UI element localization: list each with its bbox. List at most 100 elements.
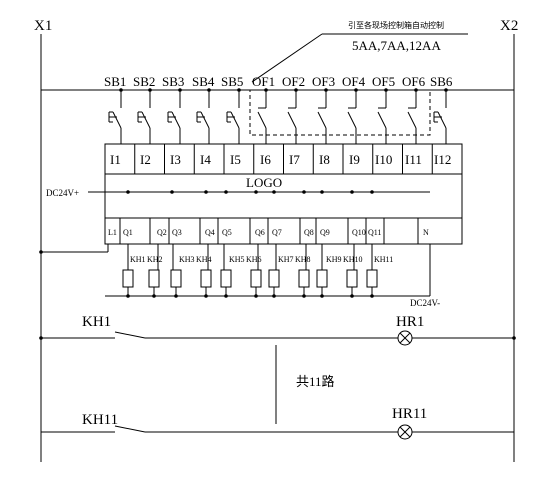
output-label-l1: L1 <box>108 228 117 237</box>
output-label-q3: Q3 <box>172 228 182 237</box>
switch-symbol-11 <box>407 88 420 145</box>
supply-pos-label: DC24V+ <box>46 188 79 198</box>
output-label-n: N <box>423 228 429 237</box>
relay-coil-2 <box>148 244 160 298</box>
switch-symbols <box>108 88 450 145</box>
relay-label-kh11: KH11 <box>374 255 393 264</box>
switch-labels: SB1 SB2 SB3 SB4 SB5 OF1 OF2 OF3 OF4 OF5 … <box>104 74 453 89</box>
output-label-q5: Q5 <box>222 228 232 237</box>
middle-note: 共11路 <box>296 374 335 389</box>
input-label-i11: I11 <box>405 152 422 167</box>
switch-label-of6: OF6 <box>402 74 426 89</box>
input-label-i8: I8 <box>319 152 330 167</box>
relay-label-kh8: KH8 <box>295 255 311 264</box>
relay-coil-10 <box>346 244 358 298</box>
output-label-q11: Q11 <box>368 228 381 237</box>
output-label-q8: Q8 <box>304 228 314 237</box>
junction-dot <box>224 190 228 194</box>
relay-label-kh10: KH10 <box>343 255 363 264</box>
relay-coil-7 <box>268 244 280 298</box>
junction-dot <box>350 190 354 194</box>
bus-x1-label: X1 <box>34 18 52 34</box>
supply-neg-label: DC24V- <box>410 298 440 308</box>
input-label-i2: I2 <box>140 152 151 167</box>
switch-symbol-5 <box>226 88 241 145</box>
relay-label-kh1: KH1 <box>130 255 146 264</box>
junction-dot <box>170 190 174 194</box>
switch-symbol-7 <box>287 88 300 145</box>
switch-symbol-8 <box>317 88 330 145</box>
input-label-i10: I10 <box>375 152 392 167</box>
circuit1-lamp-icon <box>397 330 413 346</box>
switch-symbol-12 <box>433 88 450 145</box>
relay-coil-11 <box>366 244 378 298</box>
junction-dot <box>204 190 208 194</box>
switch-label-sb1: SB1 <box>104 74 126 89</box>
relay-label-kh5: KH5 <box>229 255 245 264</box>
relay-coil-3 <box>170 244 182 298</box>
relay-labels: KH1 KH2 KH3 KH4 KH5 KH6 KH7 KH8 KH9 KH10… <box>130 255 393 264</box>
output-label-q6: Q6 <box>255 228 265 237</box>
relay-coil-1 <box>122 244 134 298</box>
circuit11-lamp-icon <box>397 424 413 440</box>
switch-label-sb3: SB3 <box>162 74 184 89</box>
switch-label-of2: OF2 <box>282 74 305 89</box>
relay-label-kh9: KH9 <box>326 255 342 264</box>
circuit1-contact <box>114 331 146 339</box>
output-label-q7: Q7 <box>272 228 282 237</box>
relay-label-kh7: KH7 <box>278 255 294 264</box>
switch-symbol-3 <box>167 88 182 144</box>
relay-label-kh6: KH6 <box>246 255 262 264</box>
input-label-i7: I7 <box>289 152 300 167</box>
switch-symbol-9 <box>347 88 360 145</box>
switch-symbol-10 <box>377 88 390 145</box>
circuit11-contact-label: KH11 <box>82 412 118 428</box>
plc-title: LOGO <box>246 175 282 190</box>
junction-dot <box>126 190 130 194</box>
switch-label-of4: OF4 <box>342 74 366 89</box>
switch-symbol-4 <box>196 88 211 145</box>
plc-body <box>104 173 463 219</box>
junction-dot <box>370 190 374 194</box>
relay-label-kh3: KH3 <box>179 255 195 264</box>
plc-output-cells <box>104 144 433 244</box>
relay-coil-5 <box>220 244 232 298</box>
circuit11-contact <box>114 425 146 433</box>
junction-dot <box>254 190 258 194</box>
input-label-i3: I3 <box>170 152 181 167</box>
input-label-i1: I1 <box>110 152 121 167</box>
relay-label-kh2: KH2 <box>147 255 163 264</box>
switch-label-sb5: SB5 <box>221 74 243 89</box>
input-label-i5: I5 <box>230 152 241 167</box>
circuit11-lamp-label: HR11 <box>392 406 427 422</box>
switch-label-of1: OF1 <box>252 74 275 89</box>
junction-dot <box>320 190 324 194</box>
relay-label-kh4: KH4 <box>196 255 212 264</box>
switch-symbol-2 <box>137 88 152 144</box>
switch-symbol-6 <box>257 88 270 145</box>
relay-coil-6 <box>250 244 262 298</box>
input-label-i4: I4 <box>200 152 211 167</box>
of-group-box <box>249 89 431 136</box>
junction-dot <box>302 190 306 194</box>
switch-label-of5: OF5 <box>372 74 395 89</box>
relay-coils <box>39 190 516 340</box>
note-leader <box>251 33 323 83</box>
switch-label-sb2: SB2 <box>133 74 155 89</box>
switch-label-sb4: SB4 <box>192 74 215 89</box>
input-label-i12: I12 <box>434 152 451 167</box>
junction-dot <box>272 190 276 194</box>
relay-coil-4 <box>200 244 212 298</box>
relay-coil-9 <box>316 244 328 298</box>
output-label-q10: Q10 <box>352 228 366 237</box>
switch-label-sb6: SB6 <box>430 74 453 89</box>
note-breakers: 5AA,7AA,12AA <box>352 38 441 53</box>
input-label-i9: I9 <box>349 152 360 167</box>
plc-output-row: L1 Q1 Q2 Q3 Q4 Q5 Q6 Q7 Q8 Q9 Q10 Q11 N <box>108 228 429 237</box>
switch-symbol-1 <box>108 88 123 145</box>
input-label-i6: I6 <box>260 152 271 167</box>
output-label-q1: Q1 <box>123 228 133 237</box>
output-label-q2: Q2 <box>157 228 167 237</box>
output-label-q4: Q4 <box>205 228 215 237</box>
